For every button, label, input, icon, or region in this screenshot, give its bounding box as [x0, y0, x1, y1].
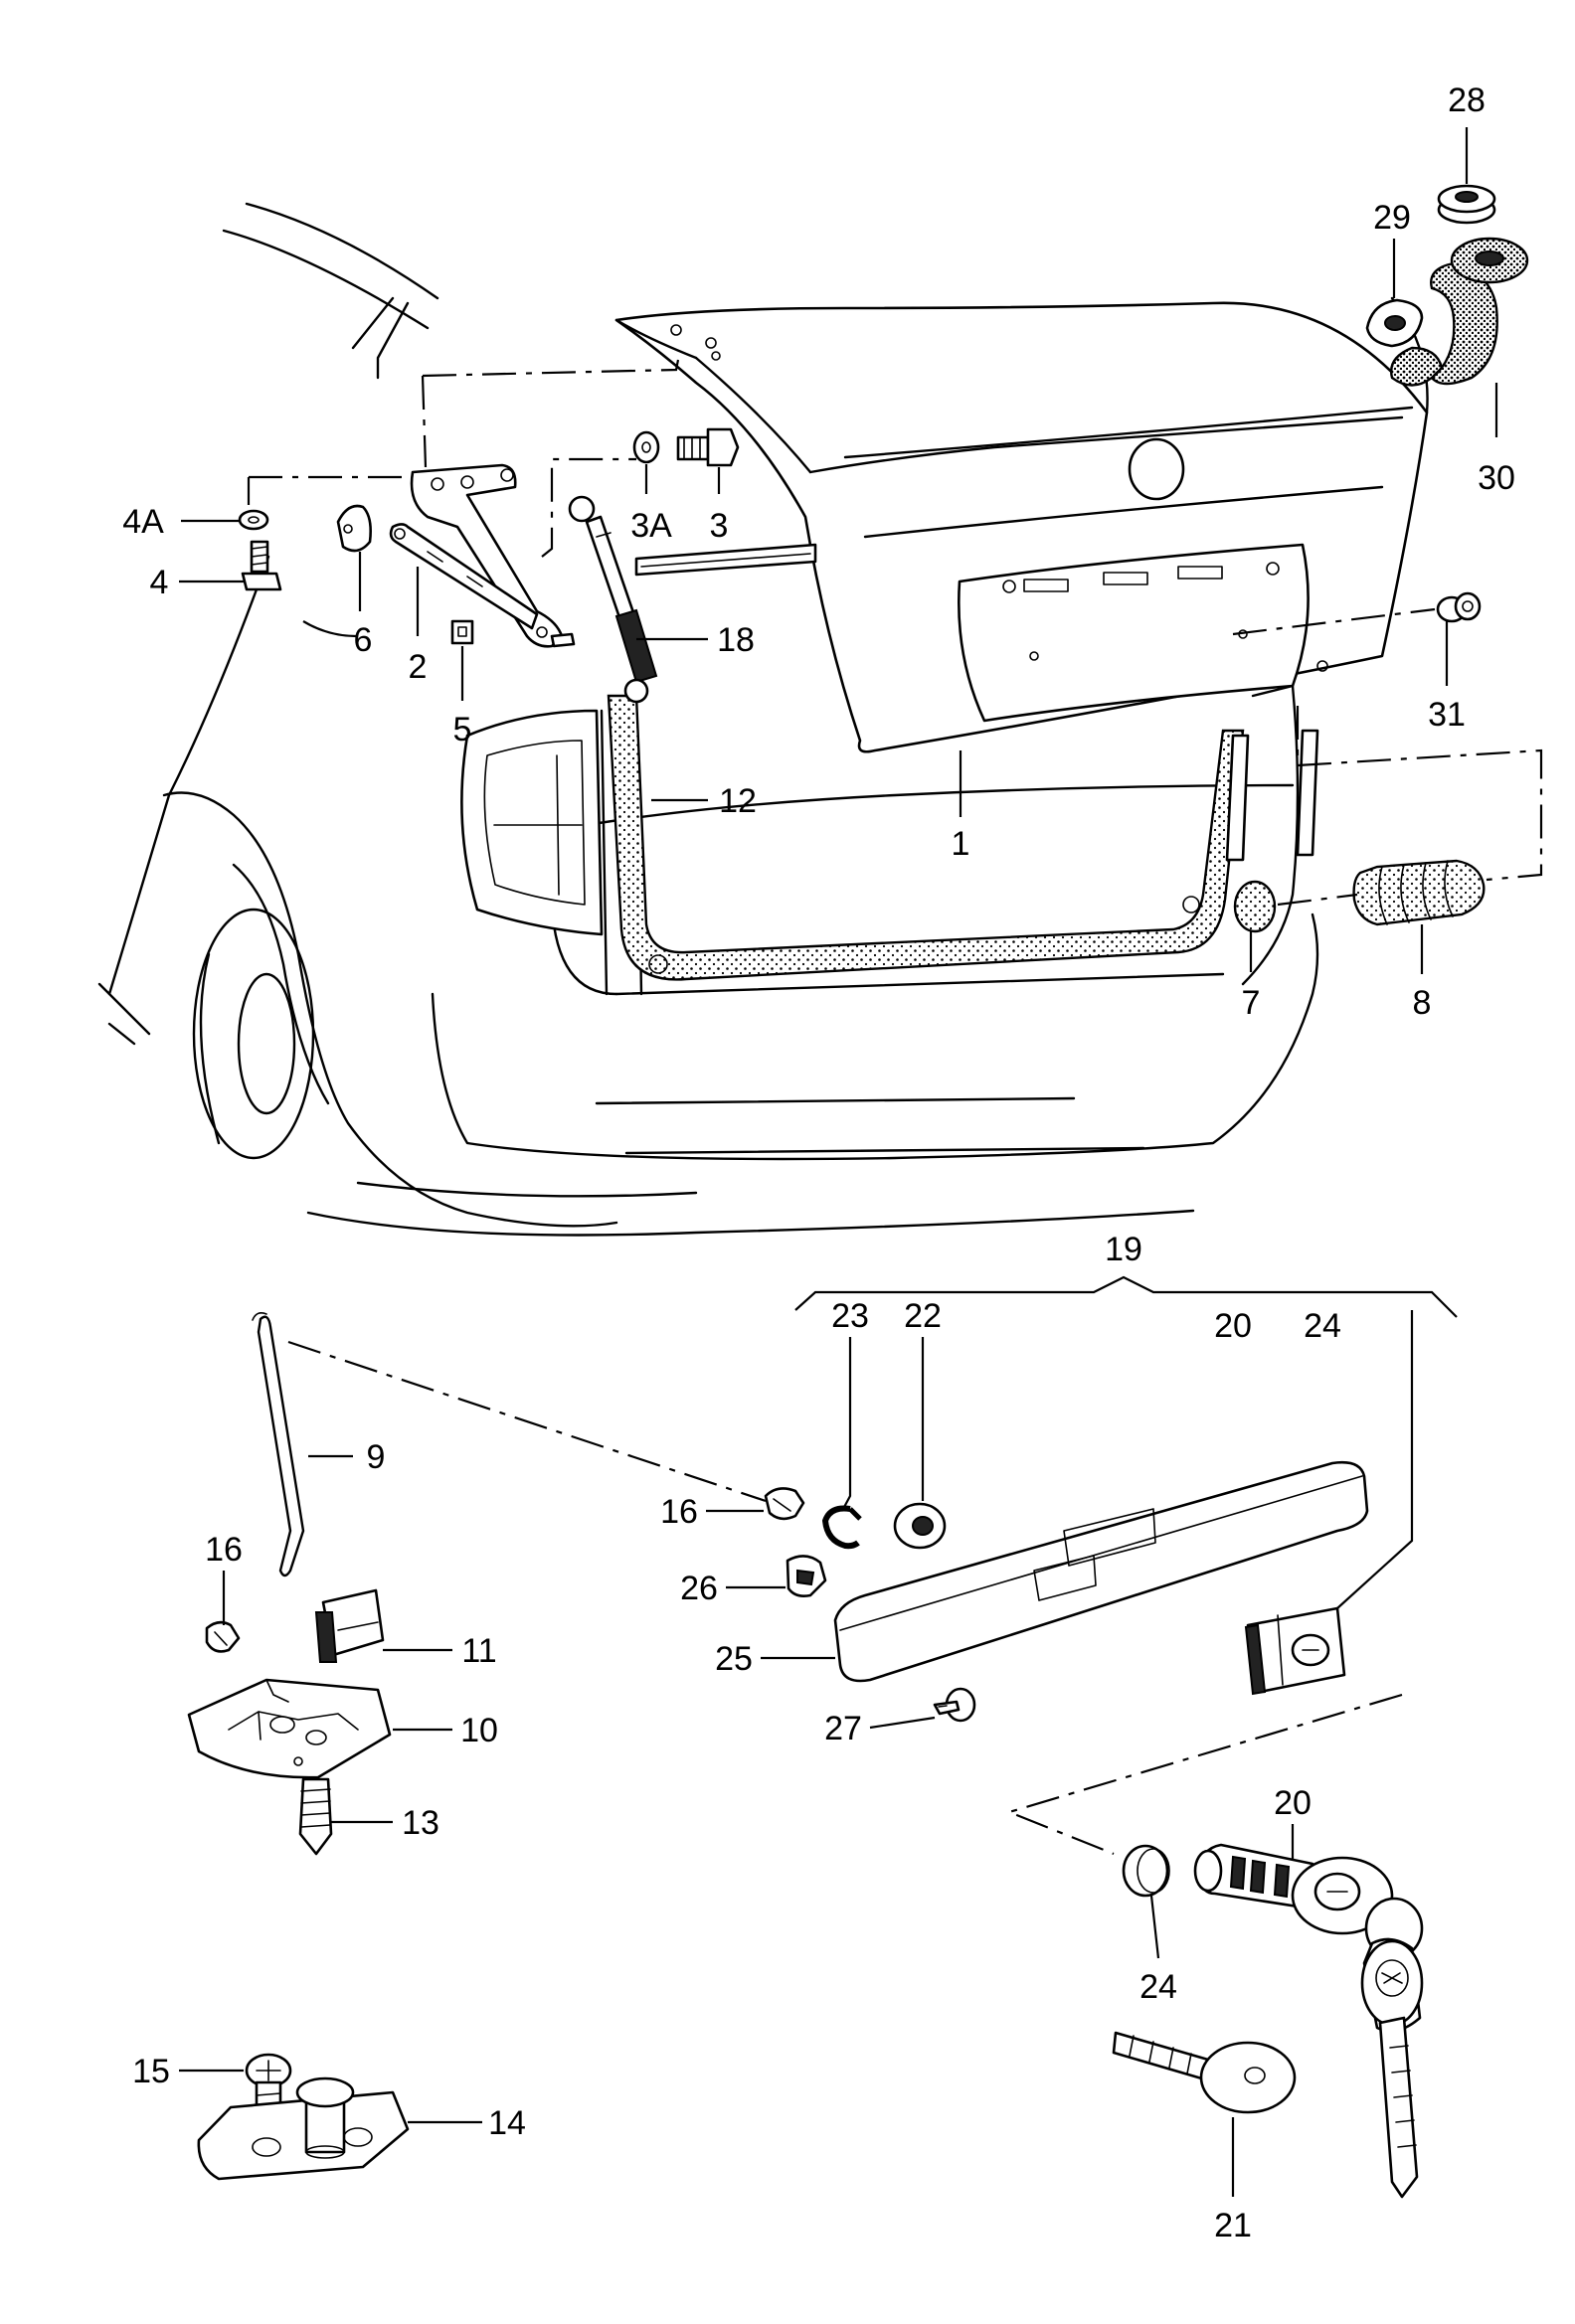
- callout-16-left: 16: [205, 1531, 243, 1569]
- callout-11: 11: [461, 1632, 496, 1670]
- callout-20: 20: [1274, 1784, 1312, 1822]
- callout-27: 27: [824, 1710, 862, 1747]
- plug-31: [1436, 591, 1482, 623]
- callout-24: 24: [1139, 1968, 1177, 2006]
- callout-5: 5: [453, 711, 472, 748]
- grommet-28: [1437, 184, 1496, 225]
- callout-16-right: 16: [660, 1493, 698, 1531]
- grommet-29: [1365, 298, 1424, 348]
- clip-16-right: [764, 1487, 805, 1521]
- bellows-8: [1352, 859, 1486, 926]
- callout-28: 28: [1448, 82, 1486, 119]
- callout-4a: 4A: [122, 503, 164, 541]
- weatherstrip-seal: [607, 694, 1245, 981]
- cap-24: [1122, 1844, 1170, 1898]
- striker-14: [197, 2076, 410, 2181]
- callout-10: 10: [460, 1712, 498, 1749]
- grommet-22: [893, 1502, 947, 1550]
- callout-30: 30: [1478, 459, 1515, 497]
- lock-housing: [1244, 1606, 1346, 1696]
- circlip-23: [821, 1505, 862, 1550]
- callout-31: 31: [1428, 696, 1466, 734]
- callout-9: 9: [367, 1438, 386, 1476]
- callout-20-group: 20: [1214, 1307, 1252, 1345]
- washer-4a: [238, 509, 269, 531]
- callout-6: 6: [354, 621, 373, 659]
- key-remote: [1360, 1897, 1424, 2199]
- plate-5: [450, 619, 474, 645]
- callout-21: 21: [1214, 2207, 1252, 2244]
- callout-7: 7: [1242, 984, 1261, 1022]
- callout-15: 15: [132, 2053, 170, 2090]
- hinge-assembly: [389, 463, 576, 648]
- callout-8: 8: [1413, 984, 1432, 1022]
- lock-cylinder-20: [1193, 1843, 1394, 1935]
- callout-12: 12: [719, 782, 757, 820]
- callout-29: 29: [1373, 199, 1411, 237]
- callout-leaders: [179, 127, 1498, 2197]
- callout-25: 25: [715, 1640, 753, 1678]
- cable-sleeve-30: [1390, 237, 1529, 387]
- callout-4: 4: [150, 564, 169, 601]
- clip-16-left: [205, 1620, 241, 1653]
- car-body: [97, 202, 1319, 1237]
- callout-14: 14: [488, 2104, 526, 2142]
- callout-1: 1: [952, 825, 970, 863]
- lock-10: [187, 1678, 392, 1779]
- screw-13: [298, 1777, 333, 1856]
- bracket-19: [794, 1275, 1458, 1318]
- screw-27: [933, 1687, 976, 1723]
- callout-2: 2: [409, 648, 428, 686]
- callout-18: 18: [717, 621, 755, 659]
- callout-labels: 1 2 3 3A 4 4A 5 6 7 8 9 10 11 12 13 14 1…: [122, 82, 1515, 2244]
- lock-bracket-11: [314, 1588, 385, 1663]
- callout-19: 19: [1105, 1231, 1142, 1268]
- cap-7: [1233, 880, 1277, 933]
- buffer-6: [336, 504, 372, 553]
- bolt-4: [241, 540, 282, 591]
- bolt-3: [676, 427, 740, 467]
- callout-22: 22: [904, 1297, 942, 1335]
- washer-3a: [632, 430, 660, 464]
- handle-bar-25: [833, 1461, 1369, 1683]
- callout-26: 26: [680, 1570, 718, 1607]
- clip-26: [786, 1555, 827, 1597]
- callout-3a: 3A: [630, 507, 672, 545]
- callout-3: 3: [710, 507, 729, 545]
- gas-strut: [568, 495, 658, 704]
- callout-24-group: 24: [1304, 1307, 1341, 1345]
- tailgate-lid: [614, 296, 1429, 753]
- callout-23: 23: [831, 1297, 869, 1335]
- callout-13: 13: [402, 1804, 439, 1842]
- operating-rod-9: [252, 1312, 305, 1577]
- key-21: [1112, 2031, 1297, 2114]
